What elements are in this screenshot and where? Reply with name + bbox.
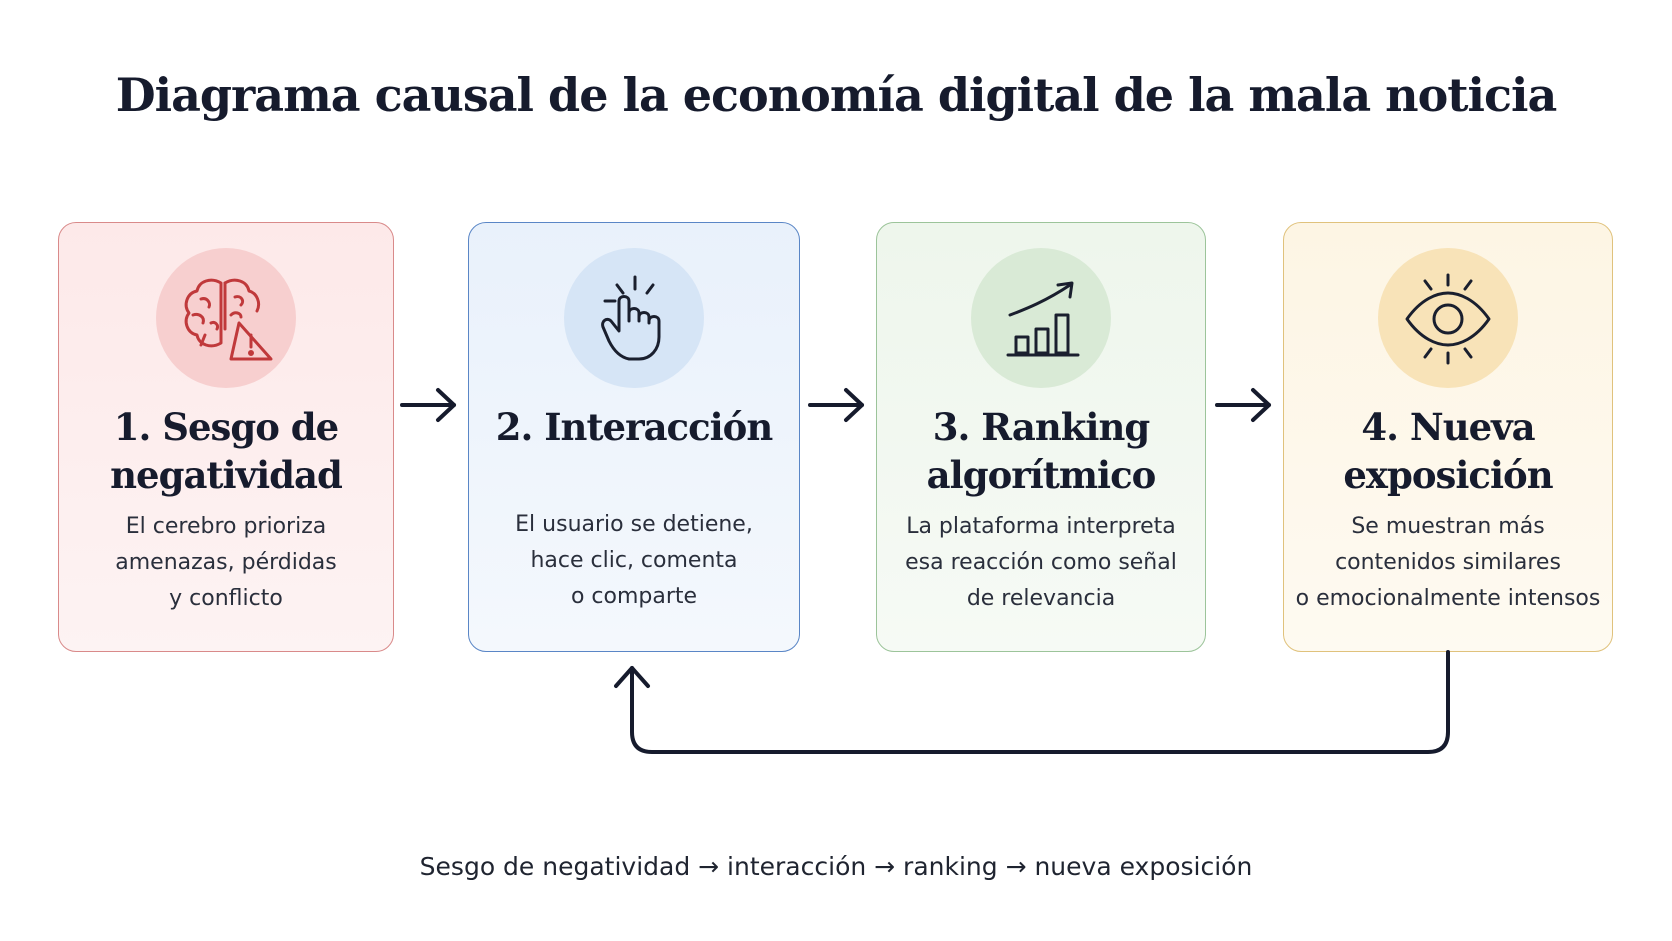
- pointer-click-icon: [601, 275, 661, 361]
- diagram-title: Diagrama causal de la economía digital d…: [115, 68, 1558, 122]
- step-title: 4. Nueva exposición: [1343, 405, 1553, 497]
- arrow-right-icon: [1215, 388, 1271, 422]
- summary-caption: Sesgo de negatividad → interacción → ran…: [419, 852, 1253, 881]
- step-card-algorithmic-ranking: 3. Ranking algorítmico La plataforma int…: [876, 222, 1206, 652]
- step-description: La plataforma interpreta esa reacción co…: [905, 514, 1177, 611]
- step-title: 3. Ranking algorítmico: [926, 405, 1157, 497]
- step-description: El cerebro prioriza amenazas, pérdidas y…: [115, 514, 337, 611]
- icon-badge: [1378, 248, 1518, 388]
- icon-badge: [971, 248, 1111, 388]
- step-description: Se muestran más contenidos similares o e…: [1295, 514, 1601, 611]
- step-card-interaction: 2. Interacción El usuario se detiene, ha…: [468, 222, 800, 652]
- eye-icon: [1405, 273, 1491, 365]
- step-card-new-exposure: 4. Nueva exposición Se muestran más cont…: [1283, 222, 1613, 652]
- icon-badge: [564, 248, 704, 388]
- arrow-right-icon: [400, 388, 456, 422]
- step-card-negativity-bias: 1. Sesgo de negatividad El cerebro prior…: [58, 222, 394, 652]
- step-title: 2. Interacción: [495, 405, 774, 449]
- brain-warning-icon: [184, 278, 273, 361]
- icon-badge: [156, 248, 296, 388]
- step-description: El usuario se detiene, hace clic, coment…: [515, 512, 753, 609]
- step-title: 1. Sesgo de negatividad: [110, 405, 343, 497]
- growth-chart-icon: [1006, 281, 1080, 357]
- arrow-right-icon: [808, 388, 864, 422]
